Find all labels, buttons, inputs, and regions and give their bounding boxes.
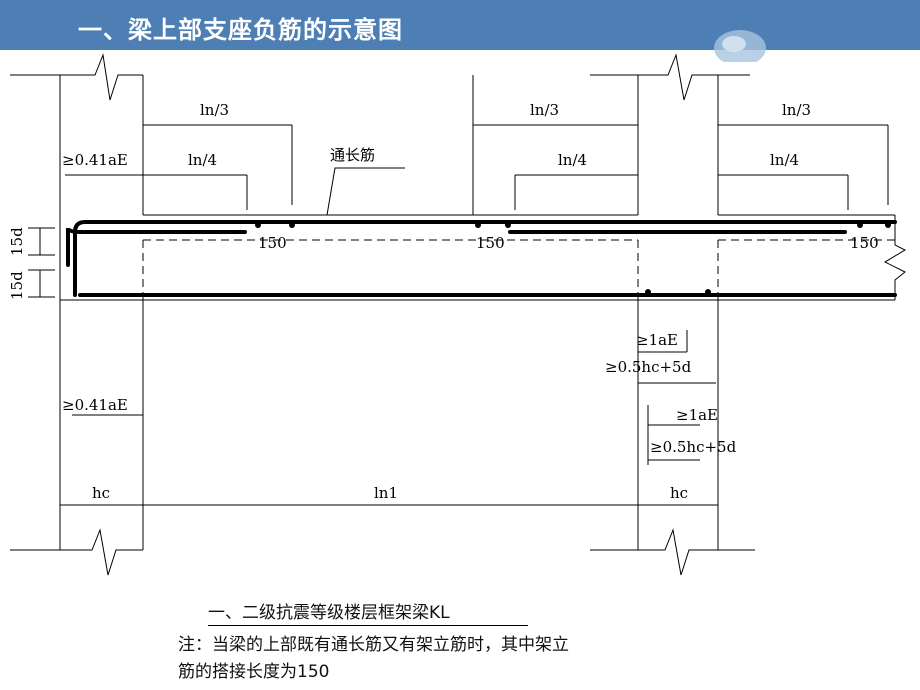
- page-title: 一、梁上部支座负筋的示意图: [78, 16, 403, 44]
- note-line-1: 注：当梁的上部既有通长筋又有架立筋时，其中架立: [178, 635, 569, 655]
- bar-dot: [289, 222, 295, 228]
- bar-dot: [857, 222, 863, 228]
- label-lap-right: 150: [850, 234, 879, 252]
- label-ln4-right: ln/4: [770, 151, 799, 169]
- label-ln4-left: ln/4: [188, 151, 217, 169]
- bar-dot: [705, 289, 711, 295]
- title-bar: [0, 0, 920, 50]
- label-hc5d-1: ≥0.5hc+5d: [605, 358, 692, 376]
- label-ln3-right: ln/3: [782, 101, 811, 119]
- left-column-break-top: [10, 53, 143, 101]
- caption-title: 一、二级抗震等级楼层框架梁KL: [208, 603, 450, 623]
- label-through-bar: 通长筋: [330, 146, 375, 164]
- globe-decoration-icon: [714, 30, 766, 62]
- note-line-2: 筋的搭接长度为150: [178, 662, 330, 682]
- caption-underline: [208, 625, 528, 626]
- label-ln3-mid: ln/3: [530, 101, 559, 119]
- left-support-bar: [66, 227, 247, 267]
- label-lae-2: ≥1aE: [676, 406, 718, 424]
- label-lap-mid: 150: [476, 234, 505, 252]
- label-hc-right: hc: [670, 484, 688, 502]
- caption-note: 注：当梁的上部既有通长筋又有架立筋时，其中架立 筋的搭接长度为150: [178, 632, 778, 686]
- label-lae-1: ≥1aE: [636, 331, 678, 349]
- left-column-break-bottom: [10, 528, 143, 576]
- bar-dot: [255, 222, 261, 228]
- label-ln1: ln1: [374, 484, 398, 502]
- mid-column-break-top: [590, 53, 750, 101]
- bar-dot: [645, 289, 651, 295]
- label-lap-left: 150: [258, 234, 287, 252]
- label-15d-top: 15d: [8, 227, 26, 256]
- label-ln4-mid: ln/4: [558, 151, 587, 169]
- label-ln3-left: ln/3: [200, 101, 229, 119]
- beam-right-break: [883, 215, 907, 300]
- label-la-bottom-left: ≥0.41aE: [62, 396, 128, 414]
- label-15d-bottom: 15d: [8, 271, 26, 300]
- mid-column-break-bottom: [590, 528, 755, 576]
- bar-dot: [885, 222, 891, 228]
- bar-dot: [505, 222, 511, 228]
- label-hc5d-2: ≥0.5hc+5d: [650, 438, 737, 456]
- bar-dot: [475, 222, 481, 228]
- label-la-top-left: ≥0.41aE: [62, 151, 128, 169]
- label-hc-left: hc: [92, 484, 110, 502]
